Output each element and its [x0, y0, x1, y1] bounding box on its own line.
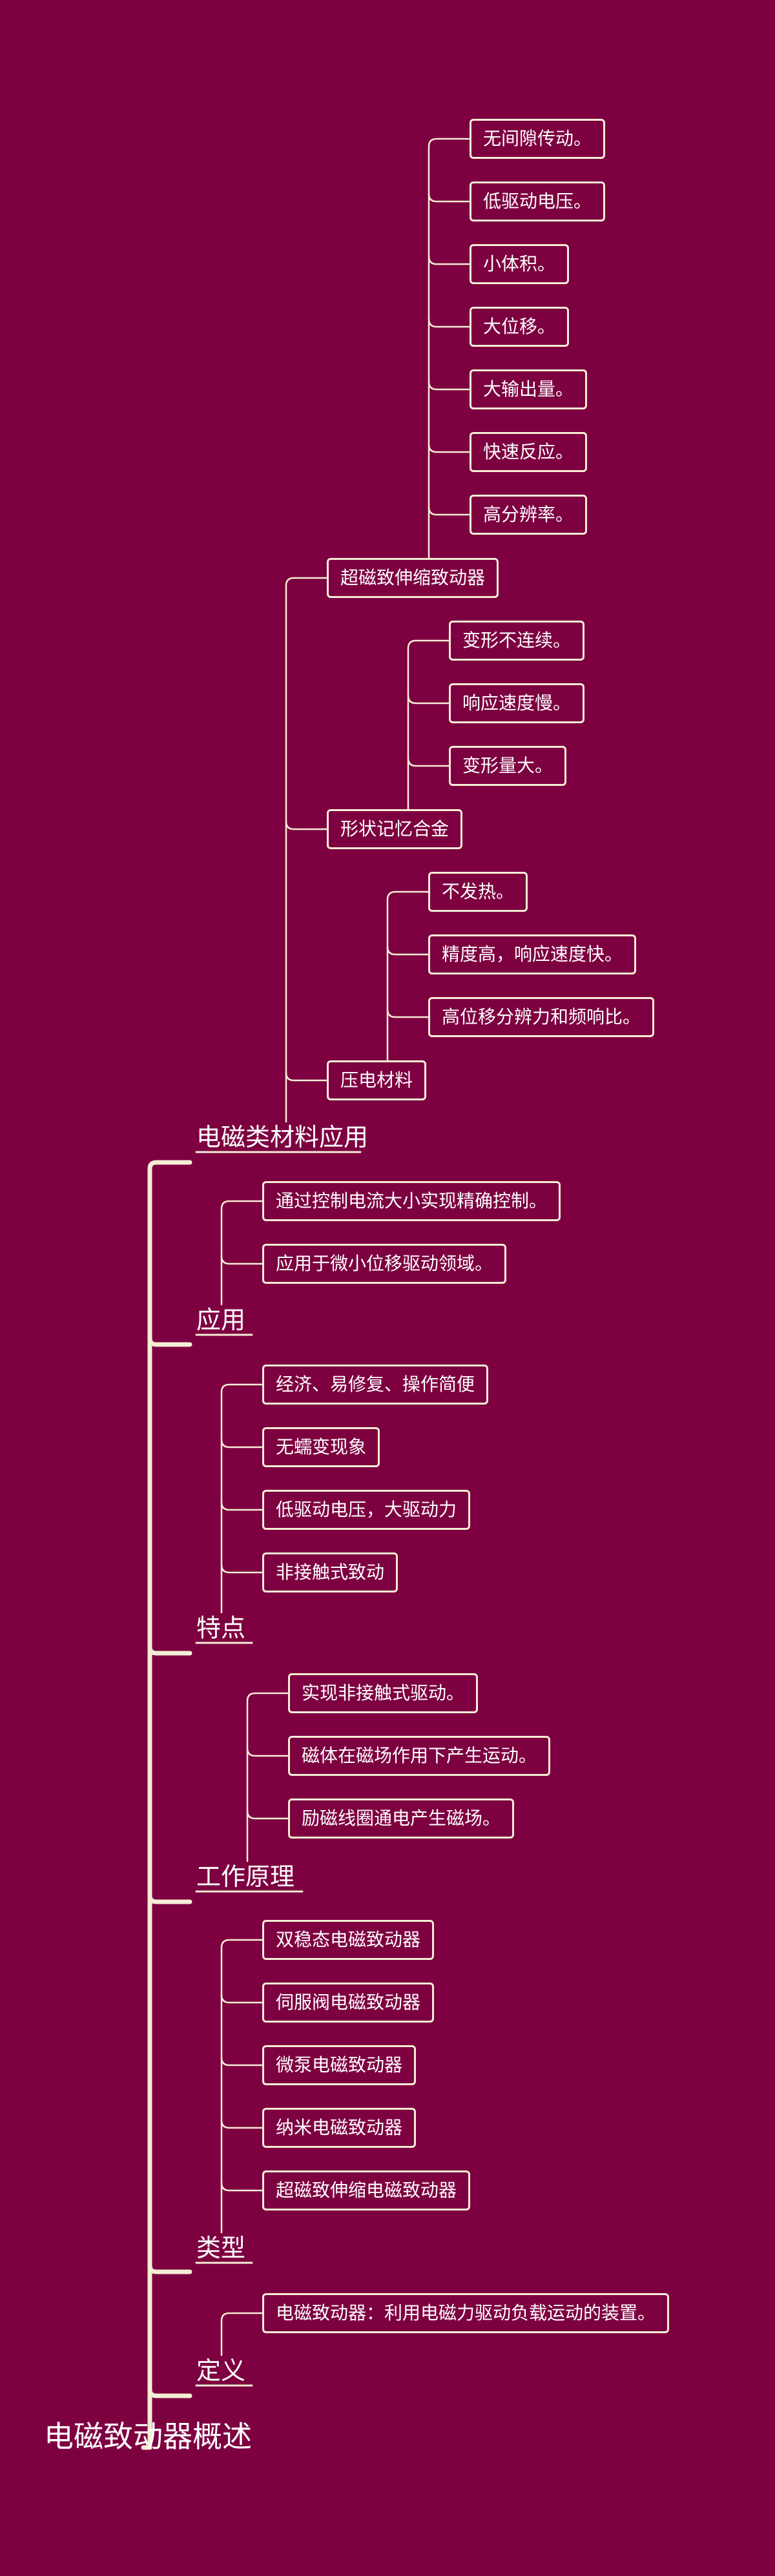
connector-line [147, 1644, 192, 1656]
connector-line [246, 1809, 289, 1820]
connector-line [220, 2181, 264, 2192]
leaf-giant-item: 高分辨率。 [470, 495, 588, 535]
branch-label-application: 应用 [196, 1306, 246, 1334]
connector-line [147, 1335, 192, 1347]
connector-line [407, 639, 450, 810]
connector-line [220, 2119, 264, 2129]
subbranch-piezoelectric: 压电材料 [327, 1060, 427, 1100]
leaf-giant-item: 大位移。 [470, 307, 570, 347]
leaf-principle-item: 实现非接触式驱动。 [288, 1673, 479, 1713]
leaf-giant-item: 无间隙传动。 [470, 119, 606, 159]
connector-line [246, 1747, 289, 1757]
branch-label-features: 特点 [196, 1614, 246, 1642]
connector-line [285, 577, 328, 1123]
leaf-type-item: 微泵电磁致动器 [262, 2045, 417, 2085]
root-topic: 电磁致动器概述 [44, 2419, 252, 2454]
leaf-piezo-item: 精度高，响应速度快。 [428, 934, 637, 974]
connector-line [246, 1692, 289, 1862]
connector-line [220, 1383, 264, 1614]
branch-label-app-material: 电磁类材料应用 [196, 1123, 369, 1151]
subbranch-giant-magnetostrictive: 超磁致伸缩致动器 [327, 558, 499, 598]
connector-line [428, 380, 471, 391]
leaf-type-item: 纳米电磁致动器 [262, 2108, 417, 2148]
leaf-sma-item: 响应速度慢。 [449, 683, 585, 723]
leaf-giant-item: 快速反应。 [470, 432, 588, 472]
connector-line [147, 1160, 192, 2450]
branch-label-definition: 定义 [196, 2356, 246, 2385]
connector-line [220, 2312, 264, 2356]
connector-line [285, 820, 328, 830]
leaf-principle-item: 磁体在磁场作用下产生运动。 [288, 1736, 551, 1776]
connector-line [285, 1071, 328, 1082]
connector-line [220, 1939, 264, 2234]
leaf-feature-item: 低驱动电压，大驱动力 [262, 1490, 471, 1530]
connector-line [220, 2056, 264, 2066]
leaf-feature-item: 非接触式致动 [262, 1552, 398, 1592]
branch-label-types: 类型 [196, 2234, 246, 2262]
leaf-application-item: 通过控制电流大小实现精确控制。 [262, 1181, 561, 1221]
connector-line [428, 318, 471, 328]
leaf-giant-item: 大输出量。 [470, 369, 588, 409]
leaf-sma-item: 变形量大。 [449, 746, 567, 786]
connector-line [220, 1438, 264, 1448]
leaf-type-item: 双稳态电磁致动器 [262, 1920, 435, 1960]
leaf-piezo-item: 高位移分辨力和频响比。 [428, 997, 655, 1037]
leaf-feature-item: 无蠕变现象 [262, 1427, 380, 1467]
leaf-type-item: 超磁致伸缩电磁致动器 [262, 2170, 471, 2210]
connector-line [220, 1255, 264, 1265]
connector-line [386, 891, 429, 1062]
connector-line [220, 1994, 264, 2004]
connector-line [147, 2387, 192, 2398]
leaf-giant-item: 小体积。 [470, 244, 570, 284]
subbranch-shape-memory-alloy: 形状记忆合金 [327, 809, 463, 849]
leaf-piezo-item: 不发热。 [428, 872, 528, 912]
connector-line [428, 506, 471, 516]
connector-line [428, 192, 471, 203]
leaf-application-item: 应用于微小位移驱动领域。 [262, 1244, 507, 1284]
branch-label-principle: 工作原理 [196, 1862, 295, 1891]
connector-line [220, 1501, 264, 1511]
connector-line [407, 757, 450, 767]
leaf-feature-item: 经济、易修复、操作简便 [262, 1365, 489, 1405]
connector-line [147, 1893, 192, 1904]
leaf-sma-item: 变形不连续。 [449, 621, 585, 661]
connector-line [386, 1008, 429, 1018]
connector-line [220, 1563, 264, 1574]
leaf-definition-item: 电磁致动器：利用电磁力驱动负载运动的装置。 [262, 2293, 670, 2333]
leaf-type-item: 伺服阀电磁致动器 [262, 1983, 435, 2023]
connector-line [428, 255, 471, 265]
connector-line [428, 138, 471, 559]
leaf-giant-item: 低驱动电压。 [470, 181, 606, 222]
connector-line [407, 694, 450, 705]
leaf-principle-item: 励磁线圈通电产生磁场。 [288, 1798, 515, 1839]
connector-line [147, 2263, 192, 2274]
connector-line [428, 443, 471, 453]
connector-line [386, 945, 429, 956]
connector-line [220, 1200, 264, 1306]
